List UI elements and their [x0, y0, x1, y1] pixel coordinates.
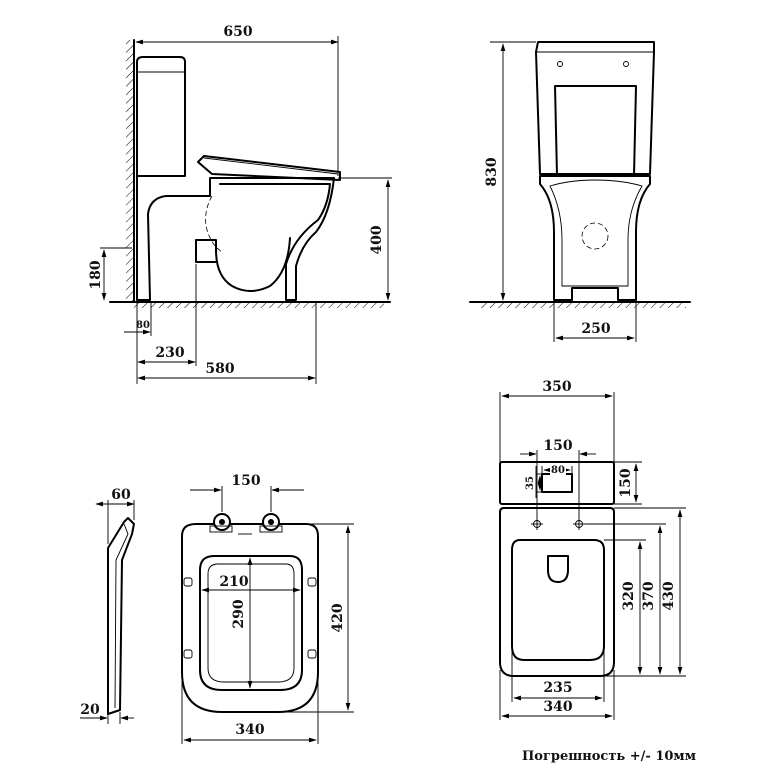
- dim-230-label: 230: [155, 345, 184, 361]
- side-seat-line: [203, 157, 339, 175]
- hinge-left-plate: [209, 525, 233, 533]
- dim-400-label: 400: [369, 225, 385, 254]
- front-bowl-inner: [549, 179, 643, 287]
- dim-340-seat-label: 340: [235, 722, 264, 738]
- bumper-right-bottom: [307, 649, 317, 659]
- side-wall-hatch: [126, 40, 134, 302]
- seat-inner-opening: [199, 555, 303, 691]
- dim-hole-150-label: 150: [543, 438, 572, 454]
- dim-420-label: 420: [330, 603, 346, 632]
- top-bowl: [499, 507, 615, 677]
- seat-profile-view: 60 20: [80, 487, 135, 724]
- dim-350-label: 350: [542, 379, 571, 395]
- seat-outline: [181, 523, 319, 713]
- side-inner-dash: [205, 195, 223, 253]
- dim-235-label: 235: [543, 680, 572, 696]
- seat-profile-shape: [107, 517, 135, 715]
- dim-20-label: 20: [80, 702, 100, 718]
- dim-210-label: 210: [219, 574, 248, 590]
- dim-35-label: 35: [525, 476, 536, 490]
- bumper-left-bottom: [183, 649, 193, 659]
- front-seat-lid: [554, 85, 637, 177]
- dim-tank-150-label: 150: [618, 468, 634, 497]
- dim-150-seat-label: 150: [231, 473, 260, 489]
- seat-inner-lip: [207, 563, 295, 683]
- front-floor-hatch: [478, 302, 686, 308]
- top-bowl-inner: [511, 539, 605, 661]
- dim-320-label: 320: [621, 581, 637, 610]
- bumper-left-top: [183, 577, 193, 587]
- side-bowl-outline: [136, 175, 335, 301]
- dim-340-top-label: 340: [543, 699, 572, 715]
- side-view: 650 180 400 80 230 580: [88, 24, 392, 384]
- dim-830-label: 830: [484, 157, 500, 186]
- hinge-left-pin: [219, 519, 225, 525]
- dim-580-label: 580: [205, 361, 234, 377]
- dim-80-label: 80: [136, 320, 150, 331]
- side-seat: [197, 155, 341, 181]
- front-view: 830 250: [469, 41, 691, 342]
- side-outlet: [195, 239, 217, 263]
- dim-370-label: 370: [641, 581, 657, 610]
- dim-180-label: 180: [88, 260, 104, 289]
- hinge-right-plate: [259, 525, 283, 533]
- side-tank: [136, 56, 186, 177]
- side-trap: [195, 237, 291, 292]
- hinge-right-pin: [268, 519, 274, 525]
- dim-250-label: 250: [581, 321, 610, 337]
- seat-profile-inner: [114, 523, 129, 709]
- top-outlet: [547, 555, 569, 583]
- tolerance-note: Погрешность +/- 10мм: [522, 749, 696, 764]
- dim-650-label: 650: [223, 24, 252, 40]
- front-outlet-circle: [581, 222, 609, 250]
- dim-80-top-label: 80: [551, 465, 565, 476]
- side-floor-hatch: [134, 302, 384, 308]
- top-flush-button: [541, 473, 573, 493]
- front-button-hole-right: [623, 61, 629, 67]
- dim-290-label: 290: [231, 599, 247, 628]
- toilet-top-view: 35 80 350 150 150: [499, 379, 686, 720]
- dim-430-label: 430: [661, 581, 677, 610]
- bumper-right-top: [307, 577, 317, 587]
- top-tank: [499, 461, 615, 505]
- front-button-hole-left: [557, 61, 563, 67]
- dim-80-top-bg: [550, 464, 566, 475]
- front-bowl: [539, 175, 651, 301]
- seat-top-view: 150 210 290 420 340: [181, 473, 354, 744]
- dim-60-label: 60: [111, 487, 131, 503]
